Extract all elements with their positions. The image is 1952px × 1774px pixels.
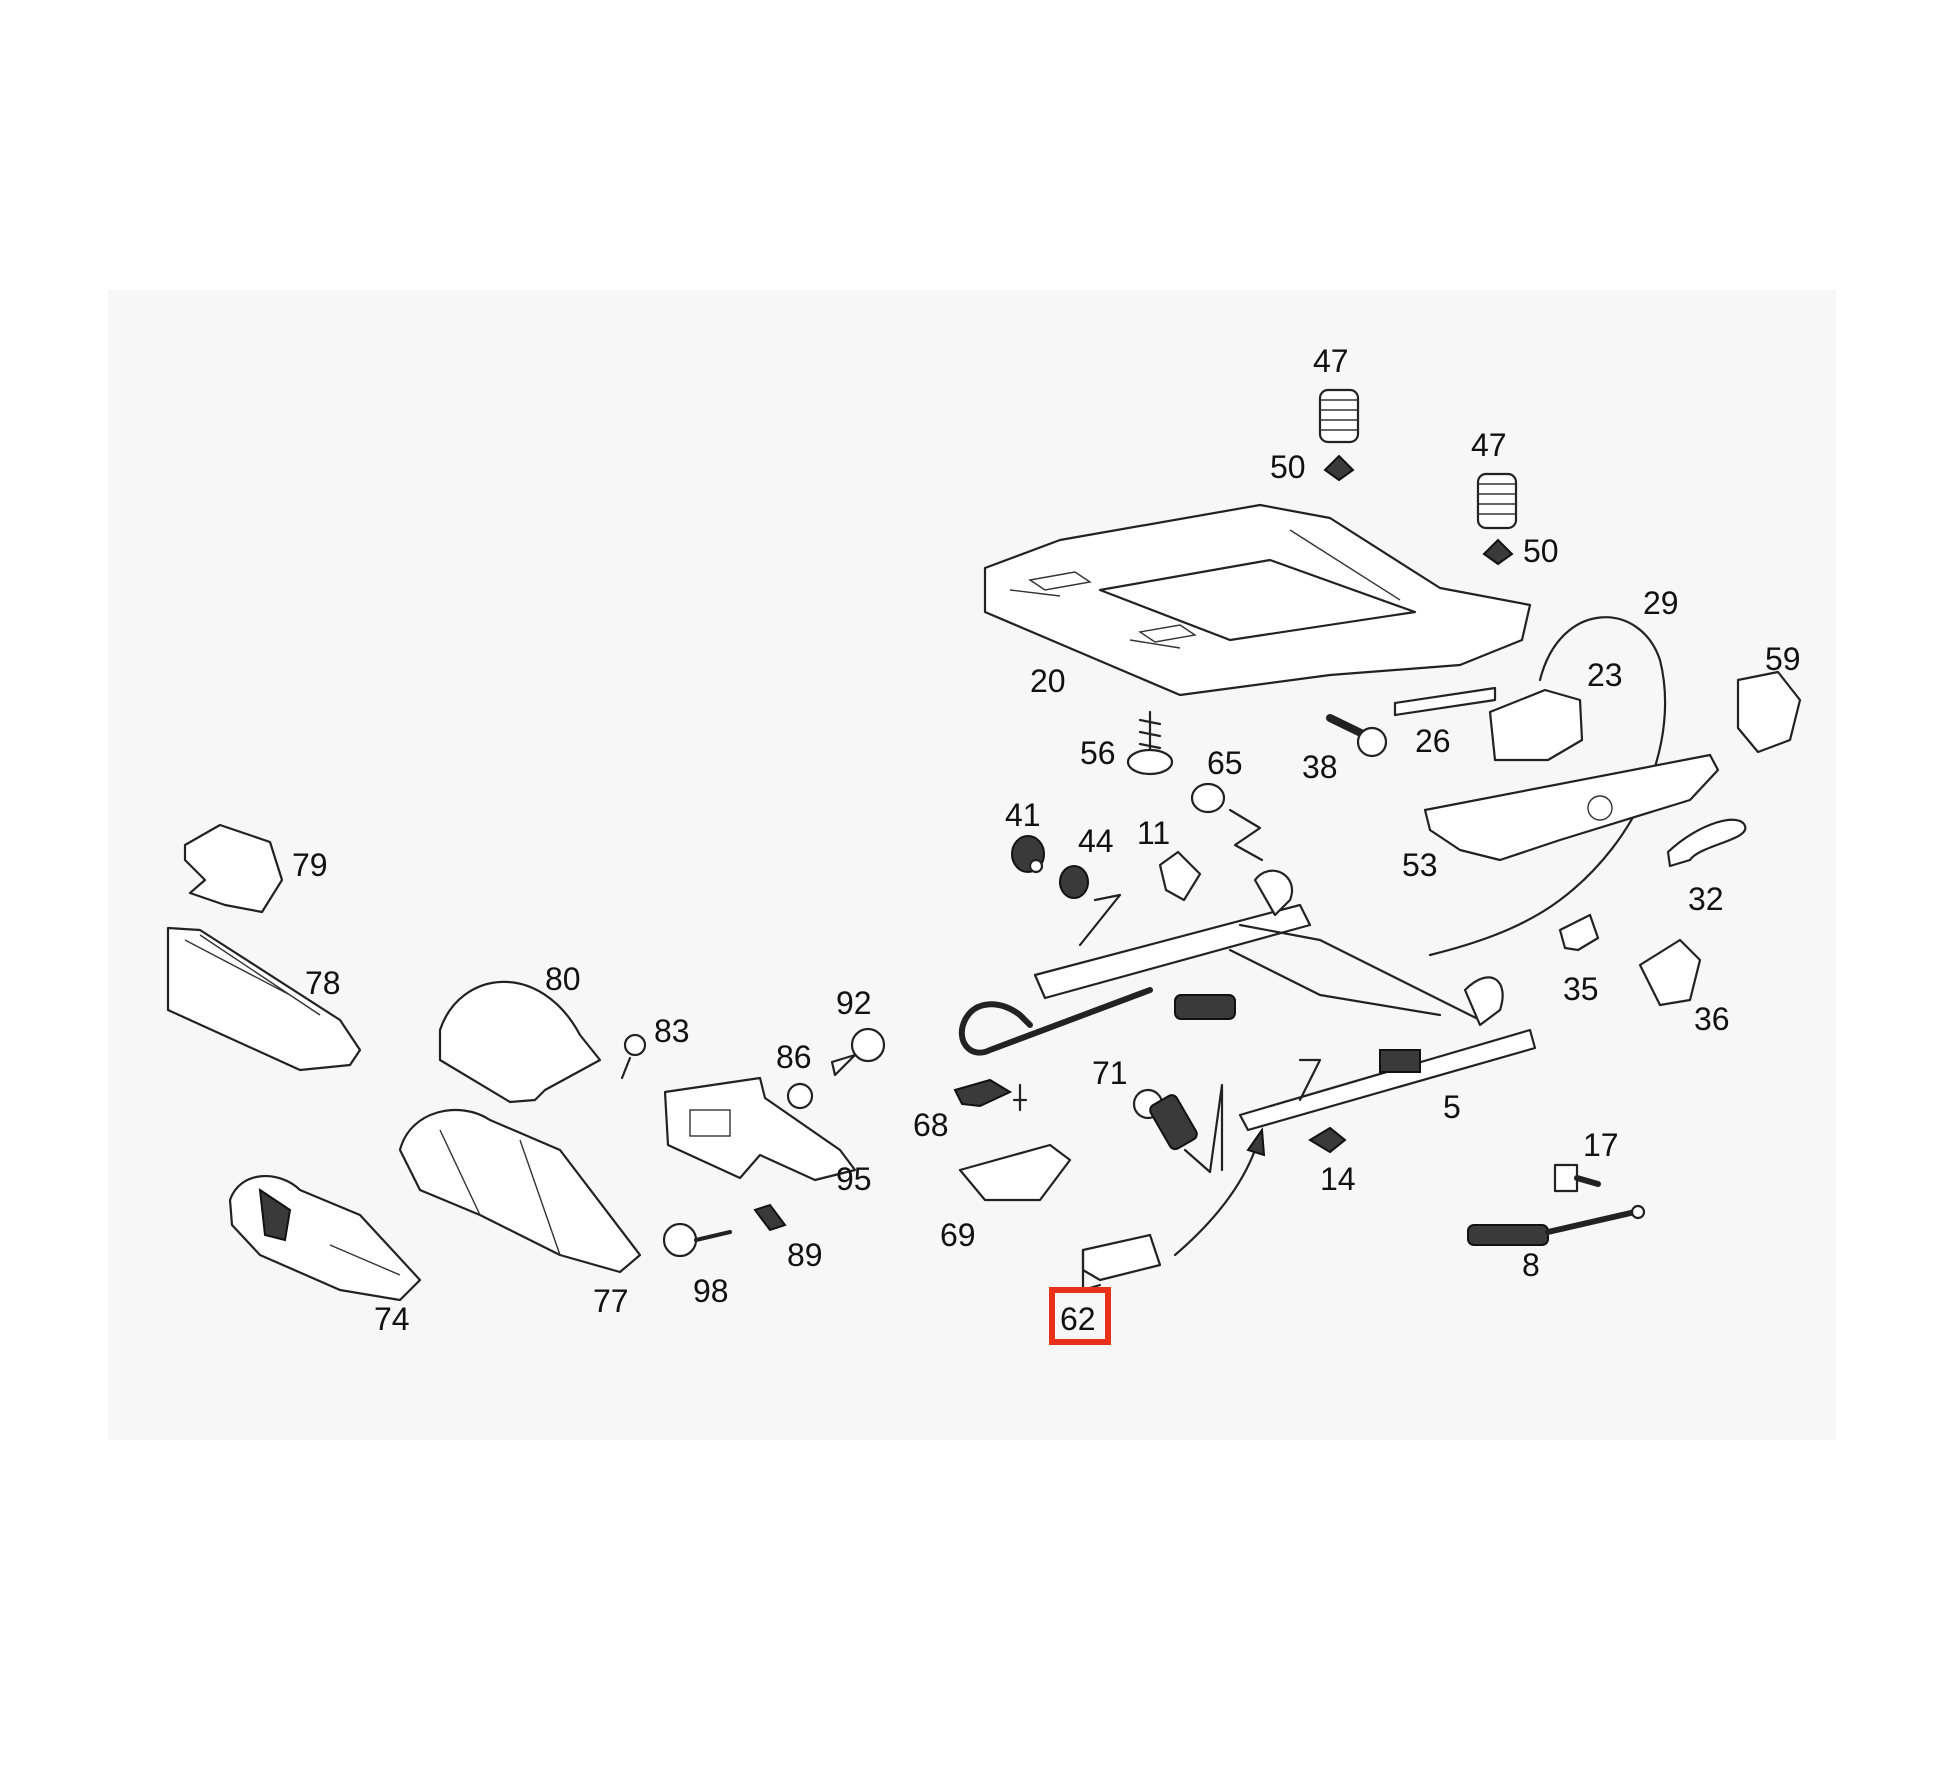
arrow-head	[1246, 1127, 1266, 1157]
screw-56	[1126, 710, 1174, 776]
clip-35	[1558, 913, 1600, 952]
bracket-95	[663, 1076, 857, 1182]
spring-47-right	[1476, 472, 1518, 530]
bushing-44	[1059, 865, 1089, 899]
grommet-92	[850, 1027, 886, 1063]
diagram-background	[108, 290, 1836, 1440]
clip-62	[1081, 1233, 1162, 1292]
screw-92	[830, 1053, 857, 1077]
bolt-38	[1326, 714, 1388, 758]
callout-89: 89	[787, 1237, 823, 1273]
bracket-36	[1638, 938, 1702, 1007]
bracket-23	[1488, 688, 1584, 762]
heater-pad-77	[398, 1108, 642, 1274]
callout-11: 11	[1137, 815, 1170, 851]
cap-50-left	[1323, 454, 1355, 482]
spring-71	[1132, 1088, 1198, 1151]
shroud-79	[183, 823, 284, 914]
callout-47-left: 47	[1313, 343, 1349, 379]
callout-53: 53	[1402, 847, 1438, 883]
callout-98: 98	[693, 1273, 729, 1309]
callout-62: 62	[1060, 1301, 1096, 1337]
callout-86: 86	[776, 1039, 812, 1075]
callout-95: 95	[836, 1161, 872, 1197]
gas-spring-8	[1467, 1204, 1646, 1246]
callout-59: 59	[1765, 641, 1801, 677]
callout-29: 29	[1643, 585, 1679, 621]
callout-50-right: 50	[1523, 533, 1559, 569]
cable-29	[1428, 616, 1667, 957]
strip-26	[1393, 686, 1497, 717]
highlight-box	[1049, 1287, 1111, 1345]
callout-79: 79	[292, 847, 328, 883]
seat-frame-20	[983, 503, 1532, 697]
callout-35: 35	[1563, 971, 1599, 1007]
callout-78: 78	[305, 965, 341, 1001]
callout-17: 17	[1583, 1127, 1619, 1163]
callout-26: 26	[1415, 723, 1451, 759]
callout-8: 8	[1522, 1247, 1540, 1283]
nut-89	[753, 1203, 787, 1232]
callout-14: 14	[1320, 1161, 1356, 1197]
clip-11	[1158, 850, 1202, 902]
callout-38: 38	[1302, 749, 1338, 785]
callout-80: 80	[545, 961, 581, 997]
heater-mat-80	[438, 980, 602, 1104]
bumper-65	[1190, 782, 1264, 862]
release-bar	[958, 987, 1153, 1056]
seat-track-5	[1033, 869, 1537, 1132]
callout-77: 77	[593, 1283, 629, 1319]
callout-65: 65	[1207, 745, 1243, 781]
clip-68-pin	[1012, 1083, 1028, 1112]
callout-83: 83	[654, 1013, 690, 1049]
callout-5: 5	[1443, 1089, 1461, 1125]
clip-14	[1308, 1126, 1347, 1154]
handle-32	[1666, 818, 1747, 868]
side-trim-53	[1423, 753, 1720, 862]
callout-47-right: 47	[1471, 427, 1507, 463]
cover-59	[1736, 670, 1802, 754]
callout-50-left: 50	[1270, 449, 1306, 485]
arrow-62-to-5	[1173, 1148, 1257, 1257]
cover-78	[166, 926, 362, 1072]
grommet-41	[1011, 835, 1045, 874]
bushing-86	[786, 1082, 814, 1110]
cap-50-right	[1482, 538, 1514, 566]
callout-20: 20	[1030, 663, 1066, 699]
callout-56: 56	[1080, 735, 1116, 771]
spring-47-left	[1318, 388, 1360, 444]
callout-23: 23	[1587, 657, 1623, 693]
callout-36: 36	[1694, 1001, 1730, 1037]
callout-92: 92	[836, 985, 872, 1021]
callout-68: 68	[913, 1107, 949, 1143]
screw-83	[620, 1033, 647, 1080]
callout-44: 44	[1078, 823, 1114, 859]
callout-69: 69	[940, 1217, 976, 1253]
callout-41: 41	[1005, 797, 1041, 833]
callout-32: 32	[1688, 881, 1724, 917]
clip-68	[953, 1078, 1013, 1108]
spring-wire	[1183, 1083, 1224, 1174]
screw-98	[662, 1222, 732, 1258]
cushion-74	[228, 1175, 422, 1302]
callout-71: 71	[1092, 1055, 1128, 1091]
bracket-69	[958, 1143, 1072, 1202]
callout-74: 74	[374, 1301, 410, 1337]
bolt-17	[1553, 1163, 1601, 1193]
